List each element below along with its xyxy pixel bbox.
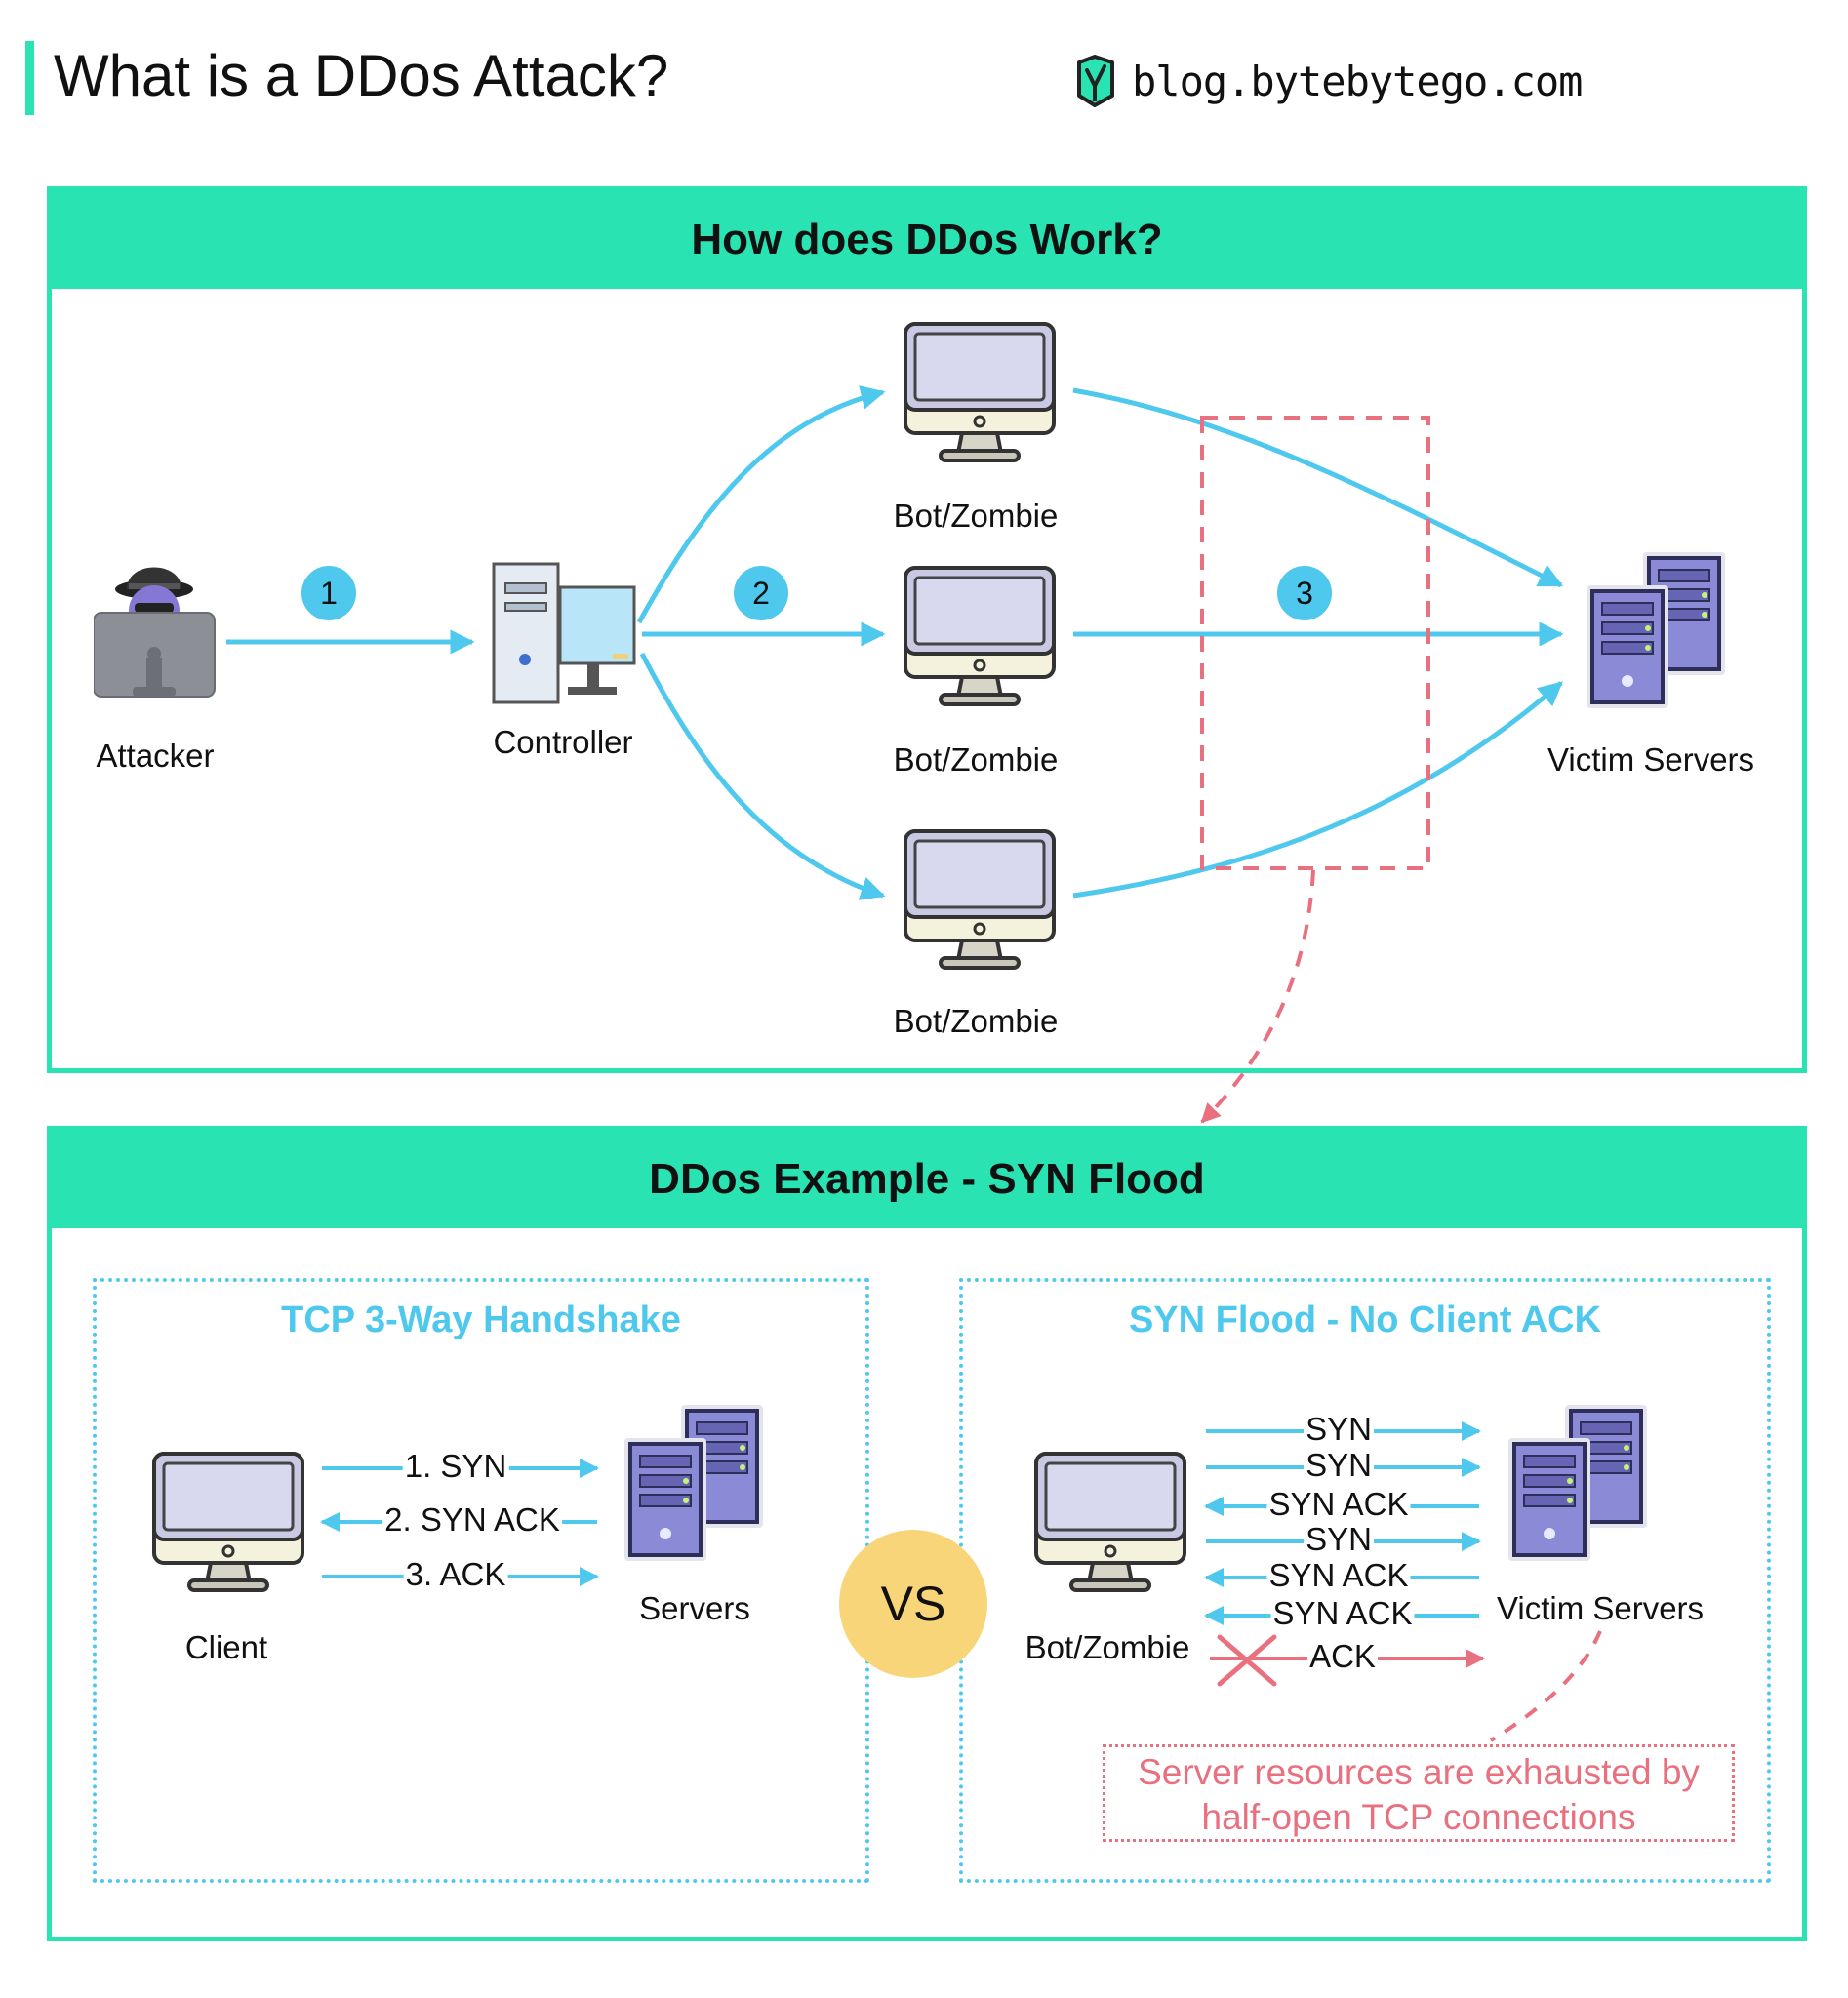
how-ddos-works-title: How does DDos Work? bbox=[52, 191, 1802, 289]
flood-msg-1: SYN bbox=[1304, 1411, 1374, 1447]
flood-msg-7: ACK bbox=[1307, 1638, 1378, 1674]
bot-middle-label: Bot/Zombie bbox=[893, 741, 1059, 778]
title-accent-bar bbox=[25, 41, 34, 115]
tcp-handshake-title: TCP 3-Way Handshake bbox=[281, 1299, 681, 1340]
arrow-controller-bot-bottom bbox=[639, 652, 886, 900]
arrow-controller-bot-top bbox=[636, 385, 886, 624]
bot-top-label: Bot/Zombie bbox=[893, 498, 1059, 534]
flood-msg-4: SYN bbox=[1304, 1521, 1374, 1557]
brand-text[interactable]: blog.bytebytego.com bbox=[1132, 57, 1583, 105]
highlight-connector bbox=[1200, 869, 1315, 1124]
bot-bottom-label: Bot/Zombie bbox=[893, 1003, 1059, 1039]
cross-icon bbox=[1217, 1634, 1277, 1687]
msg-ack: 3. ACK bbox=[403, 1556, 508, 1592]
servers-label: Servers bbox=[639, 1590, 750, 1626]
client-label: Client bbox=[184, 1629, 268, 1665]
flood-msg-6: SYN ACK bbox=[1270, 1595, 1415, 1631]
bot-bottom-monitor-icon bbox=[904, 829, 1056, 970]
flood-victim-servers-icon bbox=[1508, 1405, 1647, 1563]
exhaustion-note-line2: half-open TCP connections bbox=[1201, 1797, 1636, 1837]
bot-middle-monitor-icon bbox=[904, 566, 1056, 706]
note-connector bbox=[1489, 1630, 1602, 1742]
msg-syn-ack: 2. SYN ACK bbox=[382, 1501, 562, 1538]
attacker-label: Attacker bbox=[96, 738, 215, 774]
brand[interactable]: blog.bytebytego.com bbox=[1073, 47, 1583, 115]
controller-label: Controller bbox=[493, 724, 633, 760]
client-monitor-icon bbox=[152, 1452, 304, 1592]
exhaustion-note: Server resources are exhausted by half-o… bbox=[1103, 1744, 1735, 1842]
controller-computer-icon bbox=[492, 562, 636, 704]
step-1-badge: 1 bbox=[301, 566, 356, 620]
exhaustion-note-line1: Server resources are exhausted by bbox=[1138, 1752, 1700, 1792]
step-2-badge: 2 bbox=[734, 566, 788, 620]
page-title: What is a DDos Attack? bbox=[54, 43, 669, 108]
servers-icon bbox=[624, 1405, 763, 1563]
highlight-box bbox=[1200, 416, 1430, 870]
flood-msg-2: SYN bbox=[1304, 1447, 1374, 1483]
attacker-hacker-icon bbox=[94, 567, 216, 698]
flood-msg-3: SYN ACK bbox=[1266, 1486, 1411, 1522]
msg-syn: 1. SYN bbox=[402, 1448, 509, 1484]
flood-bot-label: Bot/Zombie bbox=[1024, 1629, 1190, 1665]
flood-victim-label: Victim Servers bbox=[1496, 1590, 1705, 1626]
flood-msg-5: SYN ACK bbox=[1266, 1557, 1411, 1593]
step-3-badge: 3 bbox=[1277, 566, 1332, 620]
syn-flood-title: DDos Example - SYN Flood bbox=[52, 1131, 1802, 1228]
arrow-bot-bottom-victim bbox=[1072, 681, 1563, 899]
victim-servers-label: Victim Servers bbox=[1547, 741, 1755, 778]
arrow-bot-top-victim bbox=[1072, 387, 1564, 588]
syn-flood-subtitle: SYN Flood - No Client ACK bbox=[1128, 1299, 1602, 1340]
victim-servers-icon bbox=[1587, 552, 1725, 710]
vs-badge: VS bbox=[839, 1530, 987, 1678]
flood-bot-monitor-icon bbox=[1034, 1452, 1186, 1592]
bot-top-monitor-icon bbox=[904, 322, 1056, 462]
bytebytego-logo-icon bbox=[1077, 55, 1114, 107]
